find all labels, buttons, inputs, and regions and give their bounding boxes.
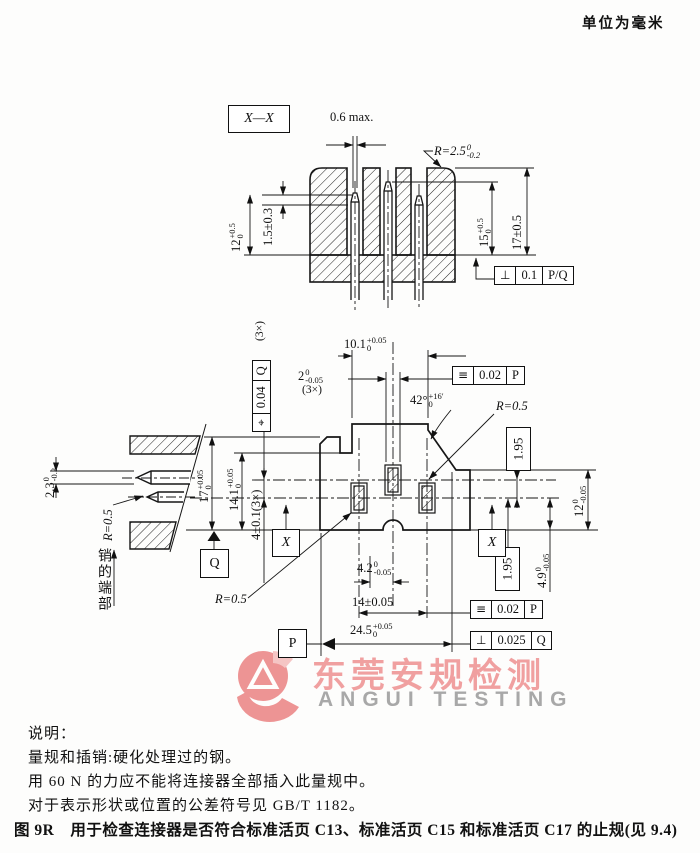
symmetry-icon: ≡: [471, 601, 493, 618]
dim-tip-width: 0.6 max.: [330, 110, 374, 124]
note-line: 用 60 N 的力应不能将连接器全部插入此量规中。: [28, 774, 376, 790]
technical-drawing: [50, 136, 598, 656]
section-view-geometry: [309, 167, 456, 310]
datum-p-box: P: [278, 629, 307, 658]
dim-total-height: 17±0.5: [510, 215, 524, 250]
fcf-perpendicularity-bottom: ⊥ 0.025 Q: [470, 631, 552, 650]
dim-slot-offset: 4±0.1(3×): [249, 489, 263, 540]
radius-top-right: R=0.5: [496, 399, 528, 413]
symmetry-icon: ≡: [453, 367, 475, 384]
fcf-position: ⌖ 0.04 Q: [252, 360, 271, 432]
watermark-cn-text: 东莞安规检测: [312, 658, 546, 695]
dim-slot-width: 2 0-0.05: [298, 367, 323, 385]
pin-end-label: 销的端部: [96, 548, 111, 612]
dim-center-width: 4.2 0-0.05: [357, 559, 392, 577]
dim-corner-radius: R=2.5 0-0.2: [434, 142, 481, 160]
detail-view-geometry: [122, 423, 207, 553]
dim-slot-span: 14±0.05: [352, 595, 394, 609]
watermark-en-text: ANGUI TESTING: [318, 688, 574, 711]
figure-caption: 图 9R 用于检查连接器是否符合标准活页 C13、标准活页 C15 和标准活页 …: [14, 822, 678, 839]
plan-view-geometry: [190, 342, 562, 618]
fcf-symmetry-top: ≡ 0.02 P: [452, 366, 525, 385]
fcf-perpendicularity-top: ⊥ 0.1 P/Q: [494, 266, 574, 285]
detail-view-dimensions: [50, 457, 144, 606]
dim-right-height: 12 0-0.05: [570, 485, 588, 517]
perpendicularity-icon: ⊥: [471, 632, 493, 649]
section-mark-left: X: [272, 529, 300, 557]
datum-q-box: Q: [200, 549, 229, 578]
dim-edge-offset: 4.9 0-0.05: [533, 553, 551, 588]
section-label-box: X—X: [228, 105, 290, 133]
section-label: X—X: [244, 111, 274, 126]
dim-pin-offset: 1.5±0.3: [261, 207, 275, 246]
basic-dim-top-box: 1.95: [506, 427, 531, 471]
note-line: 量规和插销:硬化处理过的钢。: [28, 750, 242, 766]
perpendicularity-icon: ⊥: [495, 267, 517, 284]
dim-chamfer-angle: 42° +16′0: [410, 391, 444, 409]
unit-note: 单位为毫米: [582, 16, 665, 32]
notes-title: 说明：: [28, 726, 77, 742]
radius-bottom-left: R=0.5: [215, 592, 247, 606]
note-line: 对于表示形状或位置的公差符号见 GB/T 1182。: [28, 798, 365, 814]
detail-radius: R=0.5: [101, 509, 115, 541]
section-view-dimensions: [244, 136, 536, 280]
dim-slot-width-qty: (3×): [302, 384, 322, 396]
fcf-symmetry-bottom: ≡ 0.02 P: [470, 600, 543, 619]
section-mark-right: X: [478, 529, 506, 557]
position-qty: (3×): [254, 321, 266, 341]
dim-pin-diameter: 2.3 0-0.3: [41, 467, 59, 498]
position-icon: ⌖: [253, 413, 270, 431]
